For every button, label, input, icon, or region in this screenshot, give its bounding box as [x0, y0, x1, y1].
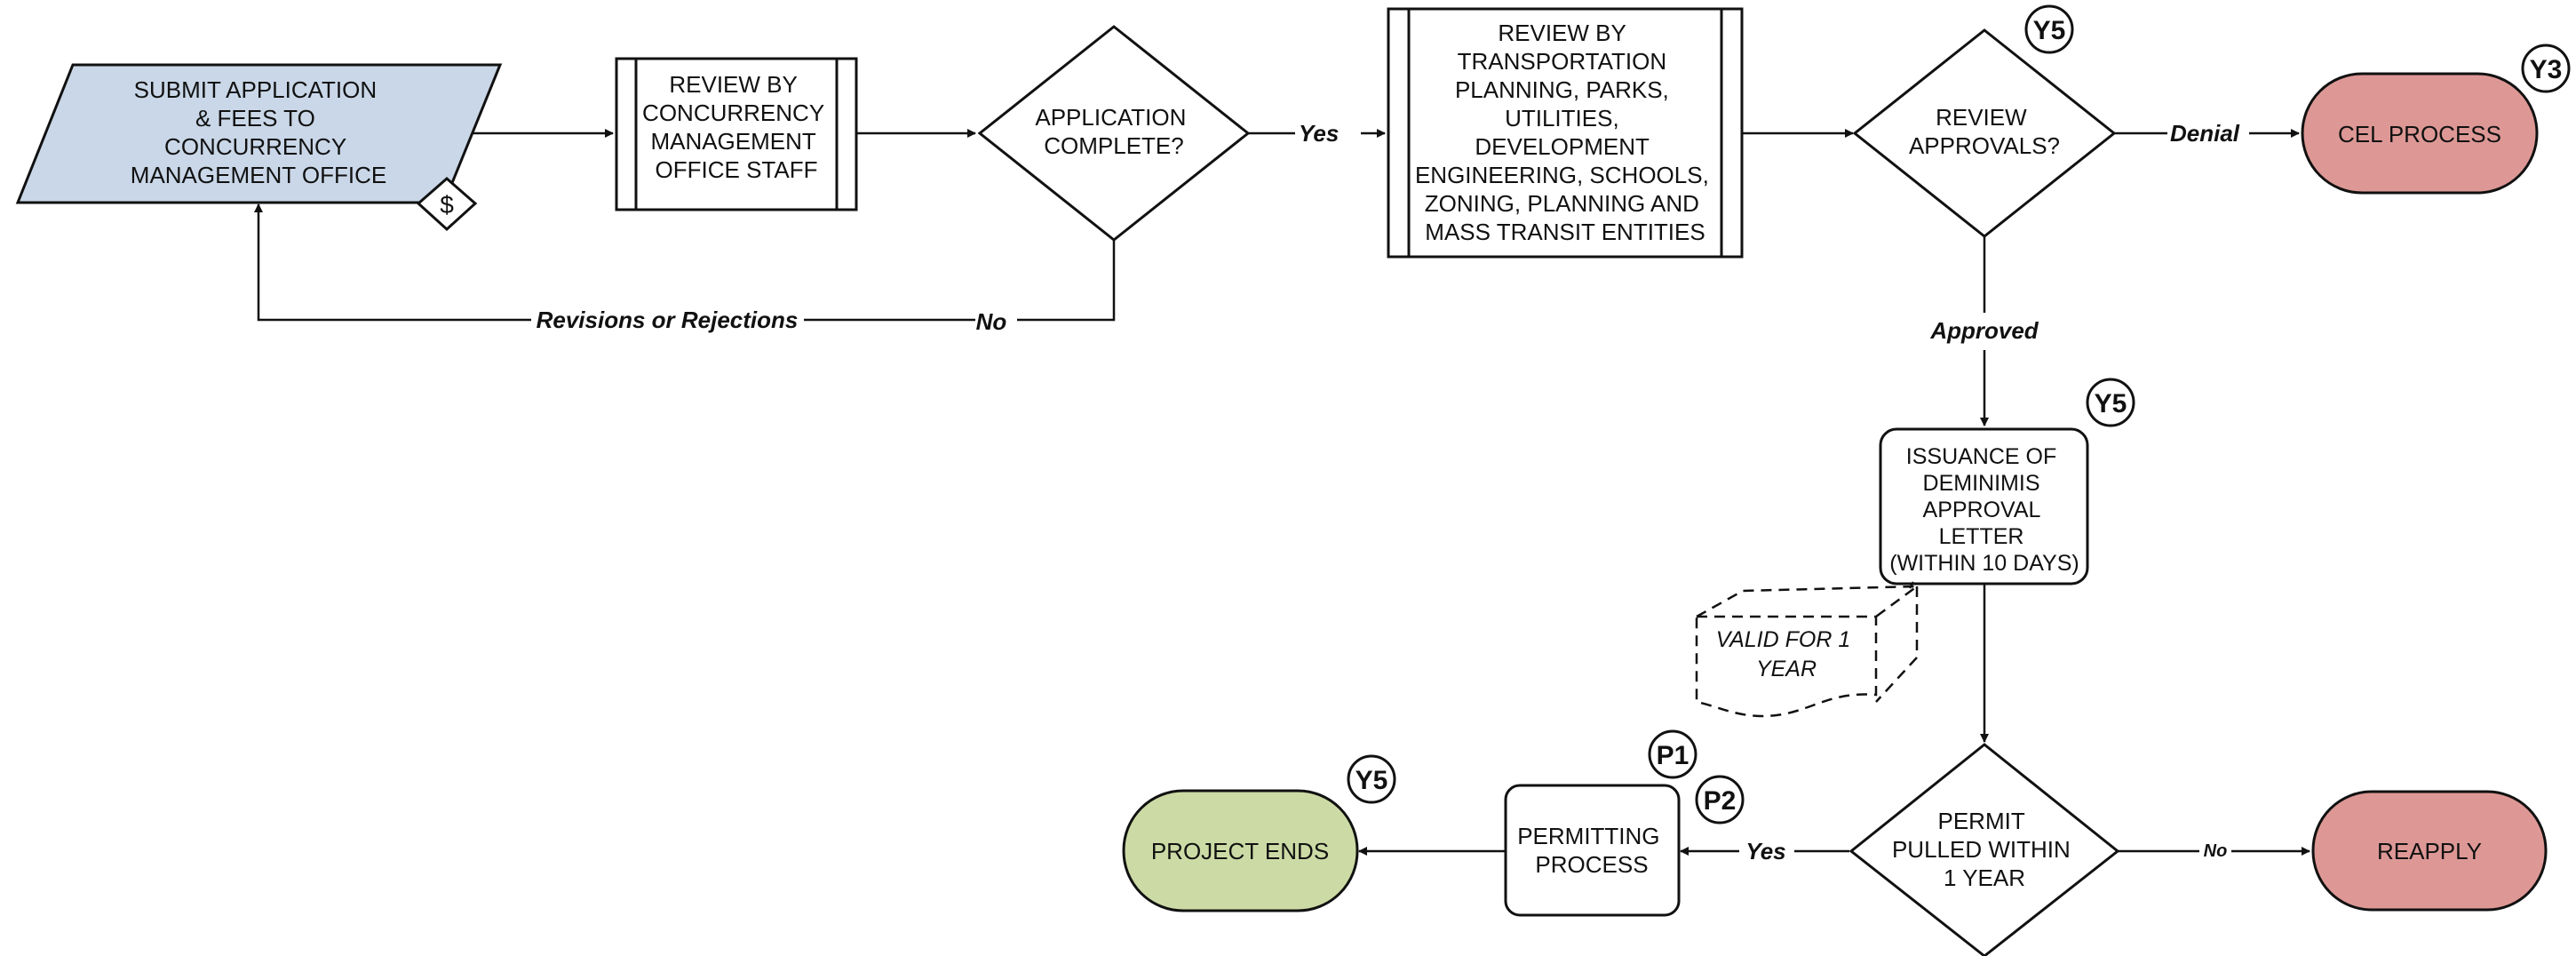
permitting-box [1504, 784, 1681, 917]
permitting-text: PERMITTING PROCESS [1517, 823, 1666, 878]
review-approvals-badge-text: Y5 [2033, 16, 2066, 45]
valid-note-text: VALID FOR 1 YEAR [1716, 627, 1856, 681]
project-ends-terminator [1122, 789, 1359, 912]
edge-no-loop-a [1017, 240, 1116, 322]
review-approvals-text: REVIEW APPROVALS? [1909, 104, 2060, 159]
application-complete-decision: APPLICATION COMPLETE? [977, 25, 1251, 242]
permitting-badge-p2-text: P2 [1704, 786, 1737, 816]
issuance-badge-text: Y5 [2095, 389, 2127, 418]
permitting-badge-p1-text: P1 [1657, 741, 1690, 770]
cel-process-badge [2521, 44, 2571, 93]
review-cmo-text: REVIEW BY CONCURRENCY MANAGEMENT OFFICE … [642, 71, 831, 183]
edge-label-yes-2: Yes [1745, 838, 1785, 864]
project-ends-badge-text: Y5 [1356, 766, 1388, 795]
review-cmo-node: REVIEW BY CONCURRENCY MANAGEMENT OFFICE … [615, 57, 858, 211]
edge-label-denial: Denial [2170, 120, 2240, 147]
edge-label-no-2: No [2204, 841, 2228, 861]
application-complete-text: APPLICATION COMPLETE? [1035, 104, 1192, 159]
application-complete-diamond [977, 25, 1251, 242]
edge-no-loop-c [254, 203, 531, 322]
issuance-badge [2086, 378, 2135, 427]
reapply-text: REAPPLY [2377, 838, 2482, 864]
permitting-node: PERMITTING PROCESS P1 P2 [1504, 729, 1745, 917]
edge-label-approved: Approved [1929, 317, 2039, 344]
reapply-node: REAPPLY [2311, 790, 2548, 912]
permit-pulled-text: PERMIT PULLED WITHIN 1 YEAR [1892, 808, 2077, 891]
submit-application-node: SUBMIT APPLICATION & FEES TO CONCURRENCY… [15, 63, 503, 232]
valid-note: VALID FOR 1 YEAR [1695, 581, 1920, 718]
valid-note-depth [1696, 585, 1920, 703]
reapply-terminator [2311, 790, 2548, 912]
fee-dollar-icon: $ [440, 191, 454, 219]
permitting-badge-p2 [1695, 775, 1745, 825]
valid-note-pointer [1908, 581, 1915, 589]
review-agencies-node: REVIEW BY TRANSPORTATION PLANNING, PARKS… [1387, 7, 1744, 259]
cel-process-terminator [2301, 72, 2539, 195]
permit-pulled-decision: PERMIT PULLED WITHIN 1 YEAR [1849, 743, 2120, 956]
issuance-node: ISSUANCE OF DEMINIMIS APPROVAL LETTER (W… [1879, 378, 2135, 586]
review-agencies-box [1387, 7, 1744, 259]
submit-text: SUBMIT APPLICATION & FEES TO CONCURRENCY… [131, 76, 386, 188]
project-ends-badge [1347, 754, 1396, 804]
cel-process-text: CEL PROCESS [2338, 121, 2501, 147]
review-agencies-text: REVIEW BY TRANSPORTATION PLANNING, PARKS… [1415, 20, 1715, 245]
project-ends-node: PROJECT ENDS Y5 [1122, 754, 1396, 912]
project-ends-text: PROJECT ENDS [1151, 838, 1329, 864]
fee-diamond [416, 177, 478, 232]
valid-note-shape [1695, 615, 1878, 718]
cel-process-node: CEL PROCESS Y3 [2301, 44, 2571, 195]
review-cmo-box [615, 57, 858, 211]
edge-label-no-1: No [976, 308, 1007, 335]
review-approvals-diamond [1852, 28, 2117, 238]
permit-pulled-diamond [1849, 743, 2120, 956]
review-approvals-decision: REVIEW APPROVALS? Y5 [1852, 4, 2117, 238]
edge-label-yes-1: Yes [1299, 120, 1339, 147]
permitting-badge-p1 [1648, 729, 1697, 779]
cel-process-badge-text: Y3 [2530, 55, 2563, 84]
review-approvals-badge [2024, 4, 2074, 54]
issuance-text: ISSUANCE OF DEMINIMIS APPROVAL LETTER (W… [1889, 444, 2079, 576]
issuance-box [1879, 427, 2089, 586]
edge-label-revisions: Revisions or Rejections [537, 307, 799, 333]
